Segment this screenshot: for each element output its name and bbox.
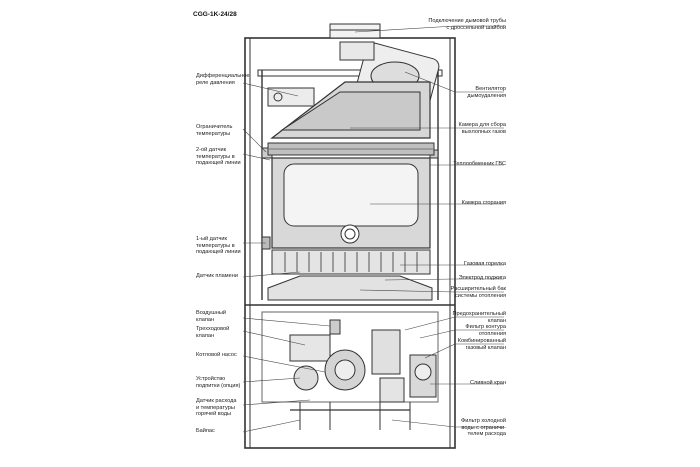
label-bypass: Байпас [196, 428, 215, 434]
label-drain: Сливной кран [469, 380, 506, 386]
model-title: CGG-1K-24/28 [193, 11, 237, 18]
label-flame-sensor: Датчик пламени [196, 273, 238, 279]
label-dhw-hex: Теплообменник ГВС [453, 161, 506, 167]
label-pump: Котловой насос [196, 352, 237, 358]
expansion-tank [267, 275, 433, 301]
label-combustion: Камера сгорания [461, 200, 506, 206]
label-burner: Газовая горелка [464, 261, 506, 267]
hydraulic-group [261, 311, 439, 430]
gas-burner [271, 249, 431, 275]
flue-pipe [329, 23, 381, 39]
label-ignition: Электрод поджига [458, 275, 506, 281]
diff-relay-unit [267, 87, 315, 107]
